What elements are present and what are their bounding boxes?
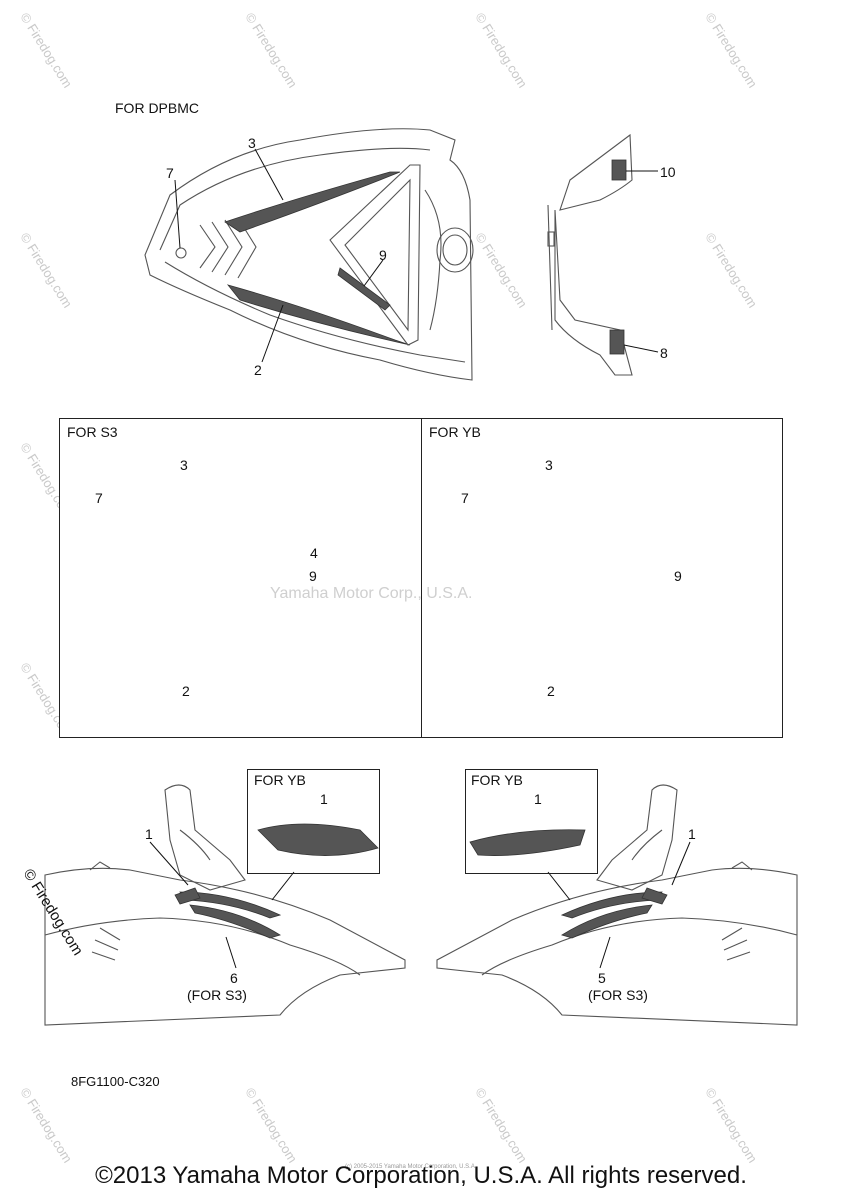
inset-title-yb: FOR YB [254,772,306,788]
callout-2: 2 [182,683,190,699]
callout-1: 1 [688,826,696,842]
panel-s3 [59,418,423,738]
callout-9: 9 [379,247,387,263]
inset-title-yb: FOR YB [471,772,523,788]
callout-7: 7 [461,490,469,506]
callout-1: 1 [145,826,153,842]
tiny-notice: (c) 2005-2015 Yamaha Motor Corporation, … [345,1164,477,1170]
callout-3: 3 [180,457,188,473]
inset-right-yb [465,769,598,874]
inset-callout-1: 1 [534,791,542,807]
callout-5: 5 [598,970,606,986]
panel-title-s3: FOR S3 [67,424,118,440]
callout-2: 2 [254,362,262,378]
callout-9: 9 [309,568,317,584]
callout-7: 7 [95,490,103,506]
note-for-s3: (FOR S3) [588,987,648,1003]
copyright-notice: ©2013 Yamaha Motor Corporation, U.S.A. A… [95,1162,747,1189]
callout-3: 3 [248,135,256,151]
panel-yb [421,418,783,738]
part-code: 8FG1100-C320 [71,1074,160,1089]
center-watermark: Yamaha Motor Corp., U.S.A. [270,585,473,602]
callout-2: 2 [547,683,555,699]
callout-8: 8 [660,345,668,361]
callout-6: 6 [230,970,238,986]
section-title-dpbmc: FOR DPBMC [115,100,199,116]
panel-title-yb: FOR YB [429,424,481,440]
callout-7: 7 [166,165,174,181]
inset-callout-1: 1 [320,791,328,807]
callout-9: 9 [674,568,682,584]
callout-3: 3 [545,457,553,473]
callout-10: 10 [660,164,676,180]
inset-left-yb [247,769,380,874]
note-for-s3: (FOR S3) [187,987,247,1003]
callout-4: 4 [310,545,318,561]
